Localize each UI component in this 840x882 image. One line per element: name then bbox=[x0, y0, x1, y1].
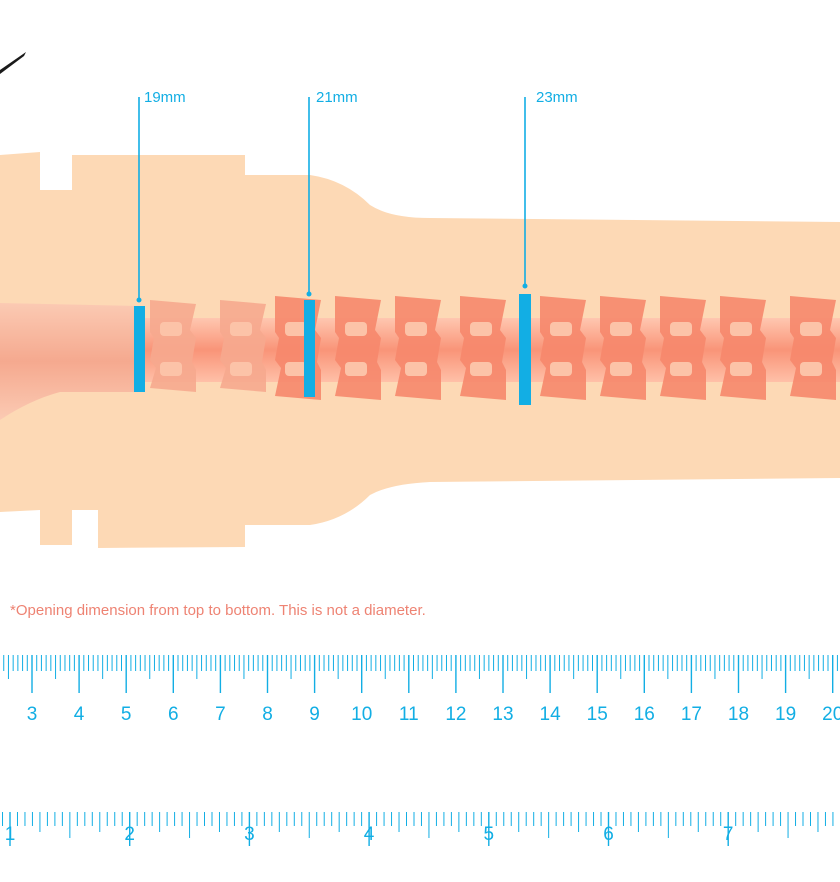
marker-dot-23 bbox=[522, 283, 528, 289]
canal-ridge bbox=[460, 296, 506, 400]
ruler-cm-number: 20 bbox=[822, 704, 840, 725]
measurement-label-19: 19mm bbox=[144, 89, 186, 106]
canal-ridge-notch bbox=[670, 322, 692, 336]
opening-note: *Opening dimension from top to bottom. T… bbox=[10, 602, 426, 619]
ruler-inch-number: 6 bbox=[603, 824, 614, 845]
canal-ridge-notch bbox=[405, 322, 427, 336]
canal-ridge-notch bbox=[470, 362, 492, 376]
canal-ridge bbox=[660, 296, 706, 400]
measurement-label-21: 21mm bbox=[316, 89, 358, 106]
canal-ridge-notch bbox=[285, 362, 307, 376]
canal-entry bbox=[0, 303, 140, 420]
ruler-cm-number: 7 bbox=[215, 704, 226, 725]
canal-ridges bbox=[150, 296, 836, 400]
ruler-inch-number: 3 bbox=[244, 824, 255, 845]
canal-ridge-notch bbox=[285, 322, 307, 336]
marker-dot-19 bbox=[136, 297, 142, 303]
ruler-inch-number: 2 bbox=[124, 824, 135, 845]
ruler-cm-number: 19 bbox=[775, 704, 796, 725]
canal-ridge-notch bbox=[160, 322, 182, 336]
canal-ridge-notch bbox=[800, 362, 822, 376]
canal-ridge-notch bbox=[470, 322, 492, 336]
canal-ridge bbox=[720, 296, 766, 400]
ruler-cm-number: 12 bbox=[445, 704, 466, 725]
marker-bar-21 bbox=[304, 300, 315, 397]
ruler-cm: 3 4 5 6 7 8 9 10 11 12 13 14 15 16 17 18 19 20 bbox=[3, 655, 840, 725]
canal-ridge-notch bbox=[730, 322, 752, 336]
canal-ridge bbox=[335, 296, 381, 400]
ruler-cm-number: 6 bbox=[168, 704, 179, 725]
canal-ridge-notch bbox=[345, 362, 367, 376]
ruler-inch-number: 4 bbox=[364, 824, 375, 845]
ruler-cm-number: 3 bbox=[27, 704, 38, 725]
ruler-cm-number: 10 bbox=[351, 704, 372, 725]
canal-ridge-notch bbox=[800, 322, 822, 336]
ruler-cm-number: 17 bbox=[681, 704, 702, 725]
canal-ridge bbox=[220, 300, 266, 392]
canal-ridge-notch bbox=[345, 322, 367, 336]
canal-ridge-notch bbox=[550, 322, 572, 336]
canal-ridge bbox=[790, 296, 836, 400]
marker-dot-21 bbox=[306, 291, 312, 297]
ruler-cm-number: 13 bbox=[492, 704, 513, 725]
ruler-inch-number: 5 bbox=[484, 824, 495, 845]
canal-ridge-notch bbox=[610, 362, 632, 376]
canal-ridge-notch bbox=[550, 362, 572, 376]
canal-ridge-notch bbox=[730, 362, 752, 376]
canal-ridge-notch bbox=[670, 362, 692, 376]
canal-ridge bbox=[600, 296, 646, 400]
ruler-cm-number: 9 bbox=[309, 704, 320, 725]
marker-bar-19 bbox=[134, 306, 145, 392]
pen-icon bbox=[0, 52, 26, 74]
ruler-cm-number: 16 bbox=[634, 704, 655, 725]
ruler-inch: 1 2 3 4 5 6 7 bbox=[2, 812, 834, 846]
measurement-label-23: 23mm bbox=[536, 89, 578, 106]
ruler-cm-number: 14 bbox=[540, 704, 562, 725]
measurement-markers: 19mm 21mm 23mm bbox=[134, 89, 578, 405]
canal-ridge-notch bbox=[405, 362, 427, 376]
ruler-cm-number: 11 bbox=[399, 704, 419, 725]
canal-ridge bbox=[395, 296, 441, 400]
ruler-cm-number: 4 bbox=[74, 704, 85, 725]
ruler-inch-number: 7 bbox=[723, 824, 734, 845]
ruler-inch-number: 1 bbox=[5, 824, 16, 845]
ruler-cm-number: 8 bbox=[262, 704, 273, 725]
canal-ridge-notch bbox=[230, 362, 252, 376]
canal-ridge-notch bbox=[230, 322, 252, 336]
canal-ridge-notch bbox=[160, 362, 182, 376]
ruler-cm-number: 15 bbox=[587, 704, 608, 725]
ruler-cm-number: 18 bbox=[728, 704, 749, 725]
canal-ridge-notch bbox=[610, 322, 632, 336]
canal-ridge bbox=[540, 296, 586, 400]
ruler-cm-number: 5 bbox=[121, 704, 132, 725]
canal-ridge bbox=[150, 300, 196, 392]
marker-bar-23 bbox=[519, 294, 531, 405]
